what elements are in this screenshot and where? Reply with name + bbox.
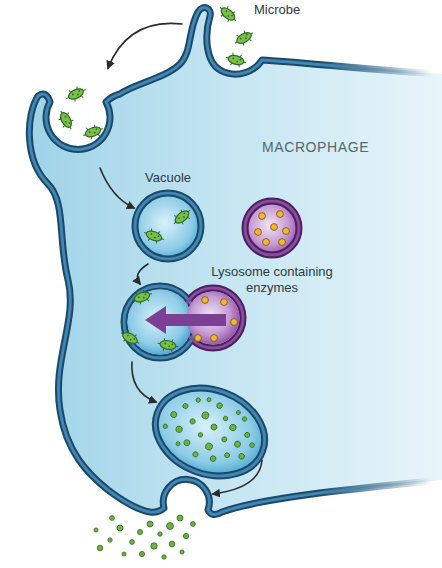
- vacuole-ring: [135, 193, 201, 259]
- macrophage-cell: VacuoleLysosome containing enzymes MACROP…: [28, 4, 442, 534]
- released-debris: [158, 532, 162, 536]
- microbe-fragment: [198, 432, 204, 438]
- enzyme-dot: [279, 239, 286, 246]
- enzyme-dot: [195, 335, 202, 342]
- vacuole-shape: [131, 189, 205, 263]
- microbe-fragment: [175, 425, 183, 433]
- released-debris: [137, 529, 142, 534]
- released-debris: [151, 543, 157, 549]
- microbe-fragment: [244, 432, 250, 438]
- enzyme-dot: [271, 224, 278, 231]
- enzyme-flow-arrow: [145, 306, 226, 334]
- digesting-vacuole-ring: [143, 373, 277, 490]
- step-arrow: [137, 264, 148, 284]
- microbe: [64, 84, 88, 104]
- microbe-fragment: [189, 418, 196, 425]
- microbe-fragment: [242, 416, 248, 422]
- cell-membrane-inner: [29, 8, 442, 515]
- microbe: [232, 27, 256, 48]
- cell-label: MACROPHAGE: [262, 139, 369, 156]
- released-debris: [108, 538, 112, 542]
- microbe-fragment: [182, 403, 188, 409]
- microbe: [55, 108, 76, 132]
- microbe: [157, 337, 180, 353]
- released-debris: [147, 521, 153, 527]
- cell-membrane: [29, 8, 442, 515]
- lysosome-ring-inner: [245, 201, 299, 255]
- microbe-fragment: [195, 397, 201, 403]
- enzyme-dot: [221, 299, 228, 306]
- microbe: [170, 205, 194, 228]
- step-arrow: [132, 362, 156, 402]
- microbe-fragment: [201, 411, 210, 420]
- enzyme-dot: [277, 211, 284, 218]
- lysosome: Lysosome containing enzymes: [205, 197, 339, 295]
- microbe: [142, 226, 166, 245]
- lysosome-ring: [245, 201, 299, 255]
- step-arrow: [100, 168, 134, 208]
- released-debris: [169, 541, 175, 547]
- lysosome-shape: [241, 197, 303, 259]
- released-debris: [122, 552, 126, 556]
- cell-body: [29, 8, 442, 515]
- released-debris: [97, 545, 103, 551]
- vacuole-ring-inner: [135, 193, 201, 259]
- enzyme-dot: [259, 213, 266, 220]
- microbe-fragment: [175, 441, 180, 446]
- released-debris: [180, 550, 184, 554]
- microbe-fragment: [183, 439, 191, 447]
- released-debris: [162, 555, 166, 559]
- microbe-fragment: [236, 410, 241, 415]
- microbe: [118, 327, 142, 348]
- microbe-fragment: [234, 440, 242, 448]
- released-debris: [167, 523, 174, 530]
- digesting-vacuole-ring: [143, 373, 277, 490]
- released-debris: [130, 540, 135, 545]
- microbe-fragment: [224, 452, 230, 458]
- released-debris: [177, 515, 183, 521]
- label-holder: Microbe: [254, 2, 300, 18]
- digesting-vacuole: [143, 373, 277, 490]
- microbe-fragment: [162, 424, 168, 430]
- microbe-fragment: [206, 397, 211, 402]
- vacuole-label: Vacuole: [123, 170, 213, 186]
- microbe-fragment: [209, 455, 216, 462]
- released-debris: [117, 525, 123, 531]
- enzyme-dot: [202, 297, 209, 304]
- released-debris: [183, 533, 188, 538]
- enzyme-dot: [283, 228, 290, 235]
- microbe-fragment: [223, 416, 229, 422]
- microbe-fragment: [170, 411, 178, 419]
- released-debris: [110, 516, 115, 521]
- enzyme-dot: [211, 335, 218, 342]
- microbe: [216, 2, 240, 25]
- enzyme-dot: [231, 319, 238, 326]
- enzyme-dot: [263, 239, 270, 246]
- microbe-fragment: [192, 451, 199, 458]
- released-debris: [191, 522, 196, 527]
- microbe-fragment: [249, 442, 255, 448]
- microbe-fragment: [221, 436, 227, 442]
- microbe-fragment: [216, 402, 223, 409]
- microbe-label: Microbe: [254, 2, 300, 18]
- released-debris: [94, 528, 98, 532]
- microbe: [81, 122, 105, 141]
- microbe-fragment: [238, 453, 245, 460]
- microbe: [224, 51, 248, 69]
- microbe: [130, 287, 154, 306]
- enzyme-dot: [255, 229, 262, 236]
- microbe-fragment: [205, 442, 214, 451]
- microbe-fragment: [210, 423, 218, 431]
- vacuole: Vacuole: [123, 170, 213, 263]
- released-debris: [139, 551, 144, 556]
- lysosome-label: Lysosome containing enzymes: [205, 264, 339, 295]
- step-arrow: [108, 23, 182, 68]
- microbe-fragment: [229, 423, 237, 431]
